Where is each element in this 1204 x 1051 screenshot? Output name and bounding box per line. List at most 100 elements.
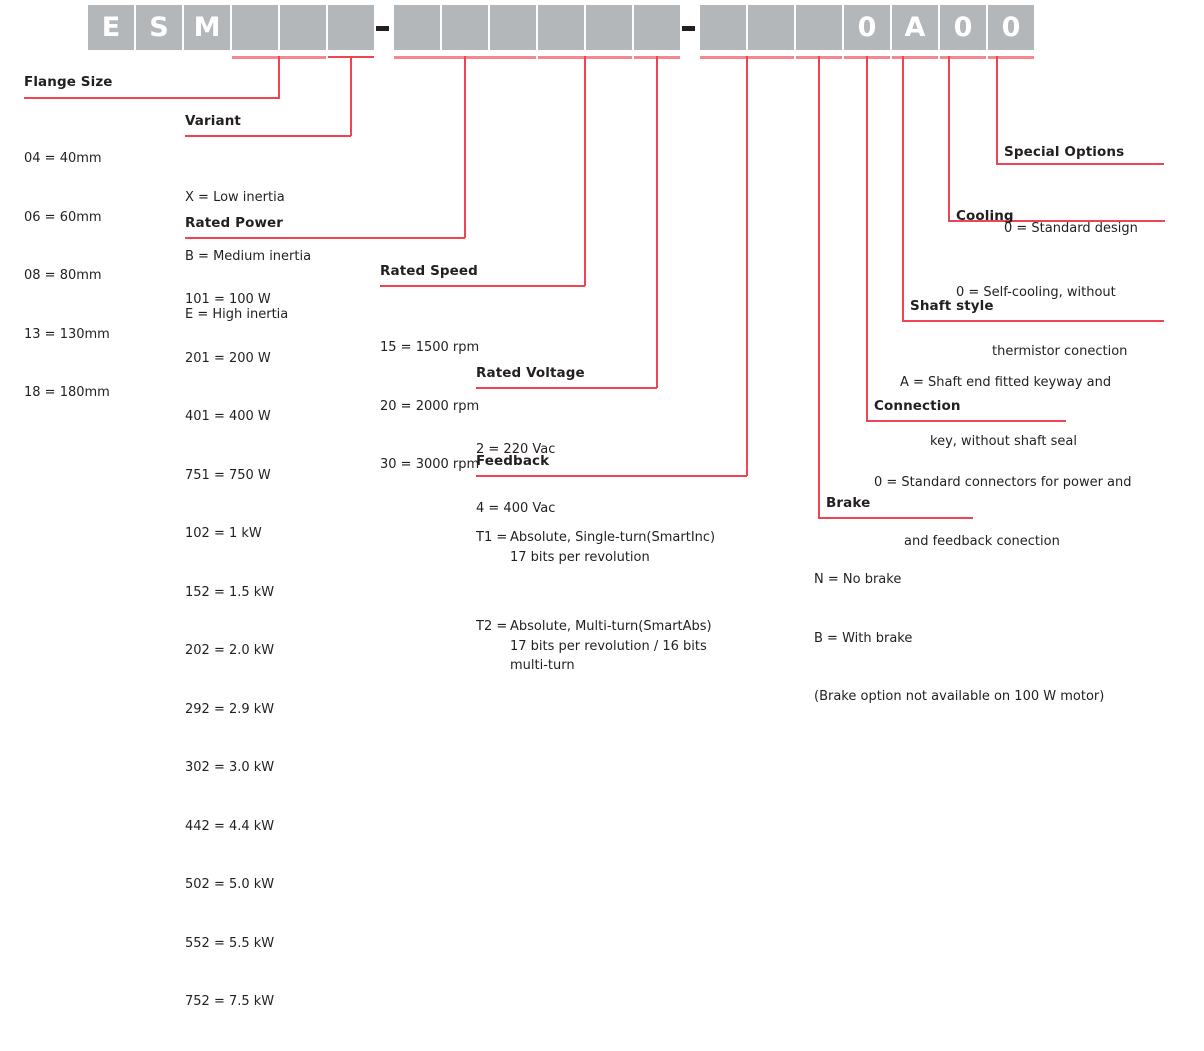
leader-power-drop — [464, 56, 466, 238]
list-item: key, without shaft seal — [930, 433, 1077, 449]
feedback-value: Absolute, Single-turn(SmartInc) 17 bits … — [510, 530, 716, 565]
code-box-12 — [634, 5, 680, 50]
leader-shaft-underline — [902, 320, 1164, 322]
list-item: 442 = 4.4 kW — [185, 818, 275, 834]
leader-flange-drop — [278, 56, 280, 98]
section-rated-voltage: Rated Voltage 2 = 220 Vac 4 = 400 Vac — [476, 365, 666, 557]
list-item: 06 = 60mm — [24, 209, 102, 225]
rated-speed-items: 15 = 1500 rpm 20 = 2000 rpm 30 = 3000 rp… — [380, 299, 590, 514]
list-item: 04 = 40mm — [24, 151, 102, 166]
code-box-18: 0 — [940, 5, 986, 50]
leader-connection-drop — [866, 56, 868, 421]
section-special-options: Special Options 0 = Standard design — [1004, 144, 1184, 278]
code-box-1: E — [88, 5, 134, 50]
code-box-6 — [328, 5, 374, 50]
rated-speed-title: Rated Speed — [380, 263, 478, 279]
code-box-15 — [796, 5, 842, 50]
list-item: 202 = 2.0 kW — [185, 643, 275, 658]
connection-items: 0 = Standard connectors for power and an… — [874, 434, 1174, 590]
list-item: 152 = 1.5 kW — [185, 584, 275, 600]
list-item: N = No brake — [814, 572, 902, 587]
list-item: 15 = 1500 rpm — [380, 340, 480, 355]
brake-title: Brake — [826, 495, 871, 511]
list-item: 401 = 400 W — [185, 409, 271, 424]
flange-size-title: Flange Size — [24, 74, 113, 90]
list-item: 18 = 180mm — [24, 385, 110, 400]
leader-speed-drop — [584, 56, 586, 286]
list-item: (Brake option not available on 100 W mot… — [814, 689, 1105, 704]
section-shaft-style: Shaft style A = Shaft end fitted keyway … — [900, 298, 1180, 490]
list-item: E = High inertia — [185, 307, 289, 322]
code-box-13 — [700, 5, 746, 50]
leader-cooling-bracket — [940, 56, 986, 59]
list-item: 101 = 100 W — [185, 292, 271, 307]
list-item: B = With brake — [814, 630, 913, 646]
leader-flange-underline — [24, 97, 280, 99]
feedback-value: Absolute, Multi-turn(SmartAbs) 17 bits p… — [510, 619, 712, 673]
rated-power-items: 101 = 100 W 201 = 200 W 401 = 400 W 751 … — [185, 251, 385, 1051]
leader-feedback-drop — [746, 56, 748, 476]
rated-voltage-title: Rated Voltage — [476, 365, 585, 381]
section-variant: Variant X = Low inertia B = Medium inert… — [185, 113, 365, 364]
section-feedback: Feedback T1 = Absolute, Single-turn(Smar… — [476, 453, 776, 726]
special-options-title: Special Options — [1004, 144, 1125, 160]
list-item: B = Medium inertia — [185, 248, 312, 264]
special-options-items: 0 = Standard design — [1004, 180, 1184, 278]
shaft-style-title: Shaft style — [910, 298, 994, 314]
code-box-16: 0 — [844, 5, 890, 50]
code-box-10 — [538, 5, 584, 50]
leader-brake-underline — [818, 517, 973, 519]
feedback-key: T2 = — [476, 619, 508, 634]
cooling-title: Cooling — [956, 208, 1014, 224]
list-item: 0 = Standard connectors for power and — [874, 475, 1132, 490]
code-box-11 — [586, 5, 632, 50]
list-item: T1 = Absolute, Single-turn(SmartInc) 17 … — [476, 528, 776, 567]
list-item: 201 = 200 W — [185, 350, 271, 366]
leader-voltage-underline — [476, 387, 657, 389]
section-rated-power: Rated Power 101 = 100 W 201 = 200 W 401 … — [185, 215, 385, 1051]
feedback-key: T1 = — [476, 530, 508, 545]
part-number-code-row: E S M 0 A 0 0 — [0, 0, 1204, 58]
list-item: 2 = 220 Vac — [476, 442, 556, 457]
leader-special-underline — [996, 163, 1164, 165]
variant-title: Variant — [185, 113, 241, 129]
list-item: 0 = Standard design — [1004, 221, 1138, 236]
list-item: 20 = 2000 rpm — [380, 398, 480, 414]
leader-voltage-drop — [656, 56, 658, 388]
code-separator-2 — [682, 26, 695, 31]
rated-voltage-items: 2 = 220 Vac 4 = 400 Vac — [476, 401, 666, 557]
leader-shaft-bracket — [892, 56, 938, 59]
code-box-3: M — [184, 5, 230, 50]
leader-special-bracket — [988, 56, 1034, 59]
flange-size-items: 04 = 40mm 06 = 60mm 08 = 80mm 13 = 130mm… — [24, 110, 184, 442]
list-item: 302 = 3.0 kW — [185, 760, 275, 775]
connection-title: Connection — [874, 398, 961, 414]
section-cooling: Cooling 0 = Self-cooling, without thermi… — [956, 208, 1186, 400]
list-item: 08 = 80mm — [24, 268, 102, 283]
list-item: 0 = Self-cooling, without — [956, 285, 1116, 300]
code-box-4 — [232, 5, 278, 50]
code-box-8 — [442, 5, 488, 50]
leader-variant-underline — [185, 135, 351, 137]
list-item: X = Low inertia — [185, 190, 285, 205]
section-rated-speed: Rated Speed 15 = 1500 rpm 20 = 2000 rpm … — [380, 263, 590, 514]
list-item: 752 = 7.5 kW — [185, 994, 275, 1009]
list-item: 502 = 5.0 kW — [185, 877, 275, 892]
list-item: T2 = Absolute, Multi-turn(SmartAbs) 17 b… — [476, 617, 776, 676]
leader-cooling-drop — [948, 56, 950, 221]
code-separator-1 — [376, 26, 389, 31]
rated-power-title: Rated Power — [185, 215, 284, 231]
variant-items: X = Low inertia B = Medium inertia E = H… — [185, 149, 365, 364]
part-number-key-diagram: E S M 0 A 0 0 — [0, 0, 1204, 1009]
code-box-7 — [394, 5, 440, 50]
shaft-style-items: A = Shaft end fitted keyway and key, wit… — [900, 334, 1180, 490]
feedback-items: T1 = Absolute, Single-turn(SmartInc) 17 … — [476, 489, 776, 726]
code-box-17: A — [892, 5, 938, 50]
code-box-9 — [490, 5, 536, 50]
list-item: 30 = 3000 rpm — [380, 457, 480, 472]
list-item: 13 = 130mm — [24, 326, 110, 342]
section-flange-size: Flange Size 04 = 40mm 06 = 60mm 08 = 80m… — [24, 74, 184, 442]
list-item: thermistor conection — [992, 343, 1128, 359]
list-item: 751 = 750 W — [185, 467, 271, 483]
leader-brake-drop — [818, 56, 820, 518]
